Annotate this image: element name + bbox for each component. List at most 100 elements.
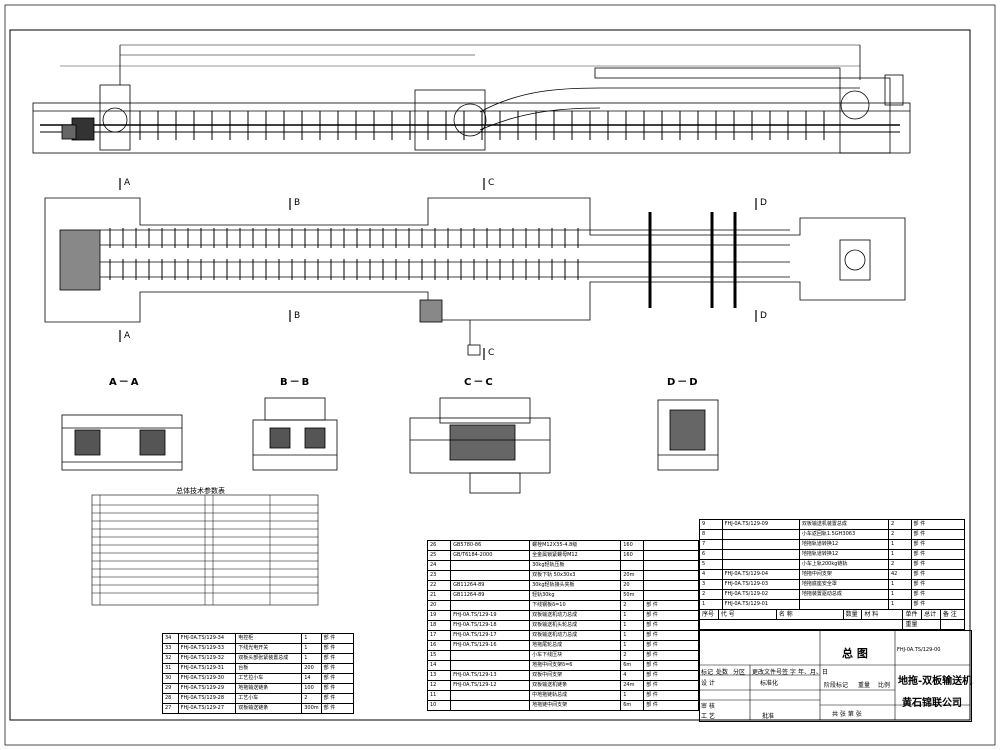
bom-cell: 160 <box>620 540 645 551</box>
bom-cell: 螺栓M12X35-4.8级 <box>529 540 622 551</box>
bom-cell: 2 <box>699 589 723 600</box>
bom-cell: 1 <box>301 633 322 644</box>
param-table-title: 总体技术参数表 <box>176 487 225 495</box>
bom-cell: 33 <box>162 643 179 654</box>
bom-cell: 27 <box>162 703 179 714</box>
bom-cell: FHJ-0A.TS/129-32 <box>177 653 237 664</box>
bom-cell: 1 <box>887 549 912 560</box>
title-approve: 批准 <box>762 713 775 720</box>
bom-cell: 双板输送链条 <box>235 703 303 714</box>
bom-cell: 8 <box>699 529 723 540</box>
bom-cell: 地拖装置驱动总成 <box>798 589 889 600</box>
bom-cell: 9 <box>699 519 723 530</box>
bom-cell: FHJ-0A.TS/129-04 <box>721 569 800 580</box>
bom-cell: 地拖轨道转换12 <box>798 549 889 560</box>
bom-cell: 部 件 <box>643 650 699 661</box>
bom-cell <box>450 700 531 711</box>
bom-cell: 50m <box>620 590 645 601</box>
title-row-label-count: 处数 <box>716 669 729 676</box>
bom-cell: 双板输送机装置总成 <box>798 519 889 530</box>
bom-cell: 6 <box>699 549 723 560</box>
section-bb <box>252 397 338 471</box>
bom-cell: 部 件 <box>643 610 699 621</box>
bom-cell: GB11264-89 <box>450 580 531 591</box>
plan-slats <box>109 228 579 280</box>
bom-cell: FHJ-0A.TS/129-13 <box>450 670 531 681</box>
section-label-aa: A－A <box>109 377 141 388</box>
bom-cell: FHJ-0A.TS/129-30 <box>177 673 237 684</box>
bom-cell: 部 件 <box>320 633 355 644</box>
bom-cell: 1 <box>620 690 645 701</box>
bom-cell: 100 <box>301 683 322 694</box>
bom-cell: 13 <box>426 670 452 681</box>
bom-cell: 32 <box>162 653 179 664</box>
title-row-label-sign: 签 字 <box>782 669 796 676</box>
title-weight: 重量 <box>858 682 871 689</box>
bom-cell: 小车返回轨1.5GH3063 <box>798 529 889 540</box>
bom-cell: 20 <box>620 580 645 591</box>
bom-cell: 30 <box>162 673 179 684</box>
bom-cell <box>798 599 889 610</box>
bom-cell: 部 件 <box>643 680 699 691</box>
bom-cell: 30kg轻轨压板 <box>529 560 622 571</box>
bom-cell <box>643 590 699 601</box>
bom-cell: 23 <box>426 570 452 581</box>
bom-cell: 1 <box>620 640 645 651</box>
bom-cell: 17 <box>426 630 452 641</box>
bom-cell: 工艺小车 <box>235 693 303 704</box>
bom-cell <box>721 539 800 550</box>
bom-cell: 300m <box>301 703 322 714</box>
cut-marker-c-bottom: C <box>488 348 495 358</box>
bom-cell: 工艺拉小车 <box>235 673 303 684</box>
bom-cell: 2 <box>887 529 912 540</box>
title-scale: 比例 <box>878 682 891 689</box>
bom-cell: 部 件 <box>320 643 355 654</box>
bom-cell: 30kg轻轨接头夹板 <box>529 580 622 591</box>
bom-header-qty: 数量 <box>842 609 863 620</box>
bom-cell: 5 <box>699 559 723 570</box>
bom-cell: FHJ-0A.TS/129-17 <box>450 630 531 641</box>
bom-cell: 部 件 <box>643 640 699 651</box>
bom-cell: GB/T6184-2000 <box>450 550 531 561</box>
bom-cell: 16 <box>426 640 452 651</box>
bom-cell: 1 <box>887 599 912 610</box>
bom-cell: 10 <box>426 700 452 711</box>
bom-cell: 1 <box>301 653 322 664</box>
bom-cell: 部 件 <box>320 693 355 704</box>
plan-rails <box>648 212 737 308</box>
bom-cell: 下线光电开关 <box>235 643 303 654</box>
bom-cell: FHJ-0A.TS/129-31 <box>177 663 237 674</box>
cut-marker-a-bottom: A <box>124 331 131 341</box>
bom-cell: FHJ-0A.TS/129-18 <box>450 620 531 631</box>
bom-cell: 20m <box>620 570 645 581</box>
bom-cell: 部 件 <box>910 569 966 580</box>
bom-cell: 部 件 <box>643 690 699 701</box>
bom-cell: FHJ-0A.TS/129-27 <box>177 703 237 714</box>
bom-cell: 小车上轨200kg链轨 <box>798 559 889 570</box>
bom-cell: 部 件 <box>910 519 966 530</box>
bom-cell: 2 <box>887 559 912 570</box>
section-cc <box>409 397 551 494</box>
title-drawing-code: FHJ-0A.TS/129-00 <box>897 647 941 653</box>
bom-cell <box>450 650 531 661</box>
bom-cell: 25 <box>426 550 452 561</box>
bom-cell: 1 <box>887 579 912 590</box>
bom-cell: 24m <box>620 680 645 691</box>
bom-cell: 24 <box>426 560 452 571</box>
bom-cell: 轻轨30kg <box>529 590 622 601</box>
bom-cell <box>643 580 699 591</box>
bom-cell: 下线钢板δ=10 <box>529 600 622 611</box>
